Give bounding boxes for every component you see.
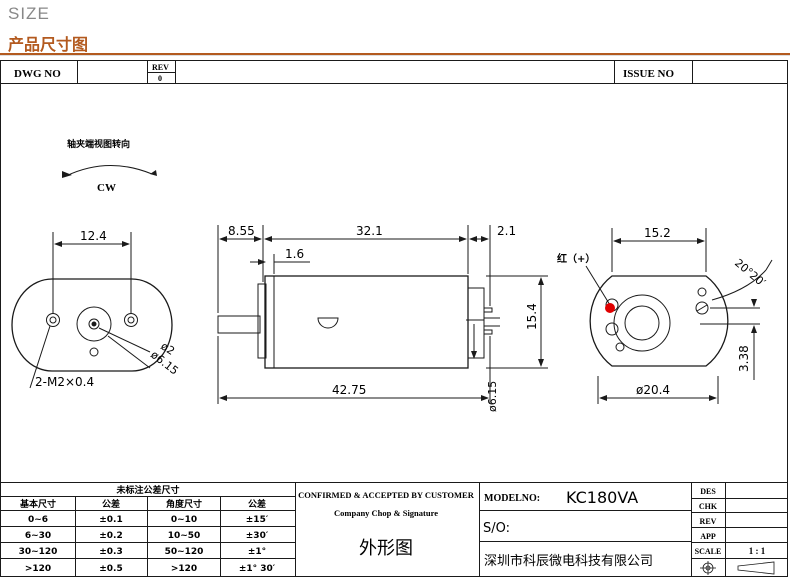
size-label: SIZE: [8, 4, 50, 23]
tolerance-cell: ±15′: [246, 515, 269, 525]
tolerance-header-1: 公差: [102, 498, 120, 510]
tolerance-row-3: >120 ±0.5 >120 ±1° 30′: [25, 564, 276, 574]
tolerance-cell: ±0.2: [99, 531, 122, 541]
bottom-title-block-lines: [1, 482, 788, 577]
projection-symbol: [700, 561, 775, 575]
dim-shaft-dia: ø2: [158, 340, 177, 358]
confirm-line-2: Company Chop & Signature: [334, 508, 438, 518]
dim-body-length: 32.1: [356, 224, 383, 238]
issue-no-label: ISSUE NO: [623, 68, 674, 80]
dim-back-dia: ø20.4: [636, 383, 670, 397]
tolerance-cell: 10~50: [168, 531, 201, 541]
rotation-arrow-right: [150, 170, 157, 176]
drawing-name: 外形图: [359, 538, 413, 559]
tolerance-cell: ±1°: [248, 547, 266, 557]
side-view: [217, 225, 548, 404]
back-view: [585, 228, 773, 404]
dwg-no-label: DWG NO: [14, 68, 61, 80]
tolerance-caption: 未标注公差尺寸: [115, 484, 179, 496]
dim-screw-holes: 2-M2×0.4: [35, 375, 94, 389]
company-name: 深圳市科辰微电科技有限公司: [484, 553, 653, 569]
dim-shaft-extension: 8.55: [228, 224, 255, 238]
tolerance-row-2: 30~120 ±0.3 50~120 ±1°: [19, 547, 267, 557]
positive-terminal-marker: [605, 303, 615, 313]
tolerance-header-3: 公差: [248, 498, 266, 510]
tolerance-cell: 50~120: [165, 547, 204, 557]
tolerance-header-2: 角度尺寸: [166, 498, 202, 510]
so-label: S/O:: [483, 521, 510, 536]
confirm-line-1: CONFIRMED & ACCEPTED BY CUSTOMER: [298, 490, 475, 500]
tolerance-cell: ±30′: [246, 531, 269, 541]
rev-label: REV: [152, 63, 169, 72]
tolerance-cell: >120: [25, 564, 51, 574]
tolerance-cell: ±1° 30′: [239, 564, 276, 574]
drawing-frame: [0, 60, 788, 577]
tolerance-cell: 0~10: [171, 515, 197, 525]
scale-label: SCALE: [695, 547, 722, 556]
tolerance-cell: >120: [171, 564, 197, 574]
dim-shaft-side-dia: ø6.15: [486, 381, 499, 412]
tolerance-cell: 0~6: [28, 515, 48, 525]
dim-height: 15.4: [525, 303, 539, 330]
tolerance-cell: ±0.1: [99, 515, 122, 525]
rotation-arc: [65, 165, 153, 177]
section-title: 产品尺寸图: [8, 35, 89, 54]
dim-front-width: 12.4: [80, 229, 107, 243]
dim-shoulder: 1.6: [285, 247, 304, 261]
positive-terminal-note: 红（+）: [557, 252, 595, 265]
title-underline: [0, 53, 790, 55]
rev-approval-label: REV: [700, 517, 717, 526]
model-value: KC180VA: [566, 488, 638, 507]
tolerance-cell: 30~120: [19, 547, 58, 557]
tolerance-row-0: 0~6 ±0.1 0~10 ±15′: [28, 515, 269, 525]
tolerance-header-0: 基本尺寸: [19, 498, 56, 510]
des-label: DES: [700, 487, 716, 496]
dim-offset: 3.38: [737, 345, 751, 372]
model-label: MODELNO:: [484, 493, 540, 504]
top-title-strip: [1, 61, 788, 84]
tolerance-cell: ±0.5: [99, 564, 122, 574]
front-view: [11, 232, 173, 389]
tolerance-cell: 6~30: [25, 531, 51, 541]
scale-value: 1 : 1: [749, 546, 766, 556]
title-underline-shadow: [0, 55, 790, 56]
rev-value: 0: [158, 74, 162, 83]
tolerance-row-1: 6~30 ±0.2 10~50 ±30′: [25, 531, 269, 541]
rotation-direction: CW: [97, 182, 116, 194]
tolerance-cell: ±0.3: [99, 547, 122, 557]
dim-terminal-length: 2.1: [497, 224, 516, 238]
chk-label: CHK: [699, 502, 718, 511]
dim-back-width: 15.2: [644, 226, 671, 240]
rotation-caption: 轴夹端视图转向: [67, 138, 130, 150]
dim-total-length: 42.75: [332, 383, 366, 397]
rotation-arrow-left: [62, 171, 72, 178]
app-label: APP: [700, 532, 716, 541]
